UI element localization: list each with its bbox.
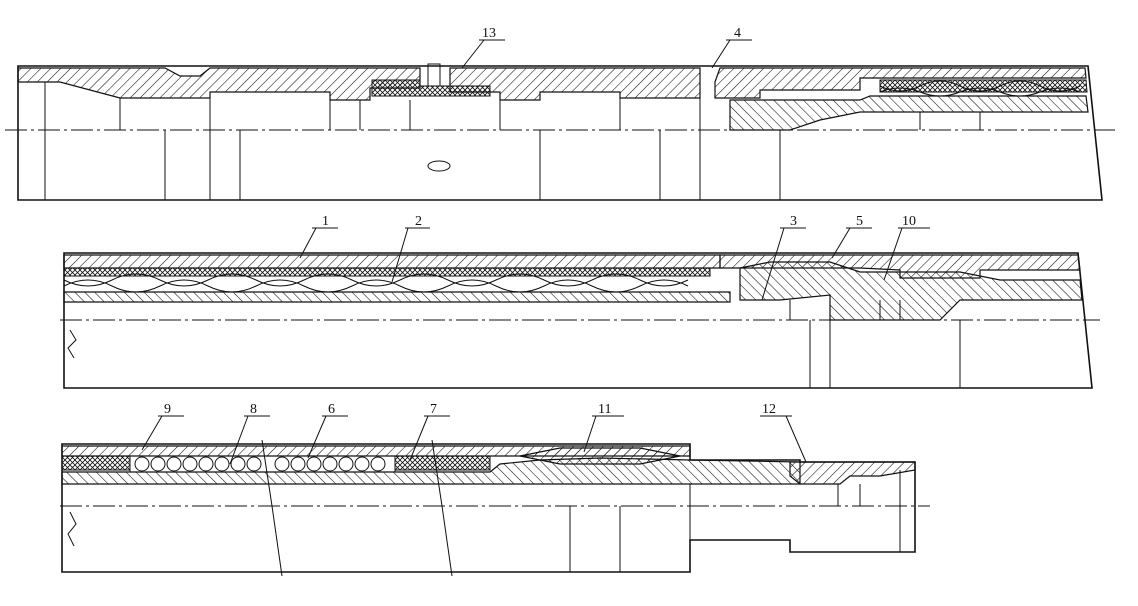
lower-coupling-11: [519, 447, 681, 465]
callout-8: 8: [229, 402, 270, 465]
callout-10: 10: [883, 214, 930, 281]
callout-11-label: 11: [598, 402, 611, 417]
middle-section: [60, 252, 1100, 389]
upper-rubber-packing: [879, 79, 1088, 93]
callout-4-label: 4: [734, 26, 741, 41]
callout-1: 1: [299, 214, 338, 259]
callout-4: 4: [711, 26, 752, 69]
upper-body-wall: [17, 67, 421, 101]
callout-1-label: 1: [322, 214, 329, 229]
middle-bellows-wave: [63, 279, 689, 293]
lower-seal-packing-2: [394, 455, 491, 471]
callout-7-label: 7: [430, 402, 437, 417]
callout-5-label: 5: [856, 214, 863, 229]
callout-9: 9: [141, 402, 184, 451]
upper-port-slot: [427, 63, 441, 87]
upper-section: [5, 63, 1115, 201]
callout-6-label: 6: [328, 402, 335, 417]
callout-6: 6: [307, 402, 348, 459]
callout-2-label: 2: [415, 214, 422, 229]
lower-break-line-2: [431, 439, 453, 577]
upper-bellows-wave-2: [879, 80, 1081, 92]
upper-bellows-wave: [879, 87, 1081, 97]
callout-9-label: 9: [164, 402, 171, 417]
lower-bearing-balls: [134, 456, 386, 472]
lower-seal-packing: [61, 455, 131, 471]
callout-3-label: 3: [790, 214, 797, 229]
upper-section-outline: [17, 65, 1103, 201]
callout-7: 7: [409, 402, 450, 461]
callout-13: 13: [461, 26, 505, 69]
callout-12-label: 12: [762, 402, 776, 417]
middle-packing: [63, 267, 711, 277]
lower-break-line-left: [67, 511, 77, 547]
callout-12: 12: [760, 402, 807, 463]
upper-inner-mandrel: [729, 95, 1089, 131]
middle-piston-assembly: [739, 261, 1083, 321]
callout-11: 11: [583, 402, 624, 453]
lower-section: [60, 439, 930, 577]
callout-5: 5: [831, 214, 872, 259]
middle-bellows-wave-2: [63, 273, 689, 287]
lower-break-line-1: [261, 439, 283, 577]
middle-inner-mandrel: [63, 291, 731, 303]
callout-3: 3: [761, 214, 806, 301]
upper-body-wall-3: [714, 67, 1087, 99]
middle-outer-sleeve: [63, 254, 721, 269]
callout-13-label: 13: [482, 26, 496, 41]
middle-section-outline: [63, 252, 1093, 389]
callout-10-label: 10: [902, 214, 916, 229]
lower-end-sub-12: [789, 461, 916, 485]
upper-seal-packing: [371, 79, 491, 97]
callout-8-label: 8: [250, 402, 257, 417]
callout-2: 2: [391, 214, 430, 283]
middle-break-line: [67, 329, 77, 359]
upper-oval-port: [427, 160, 451, 172]
